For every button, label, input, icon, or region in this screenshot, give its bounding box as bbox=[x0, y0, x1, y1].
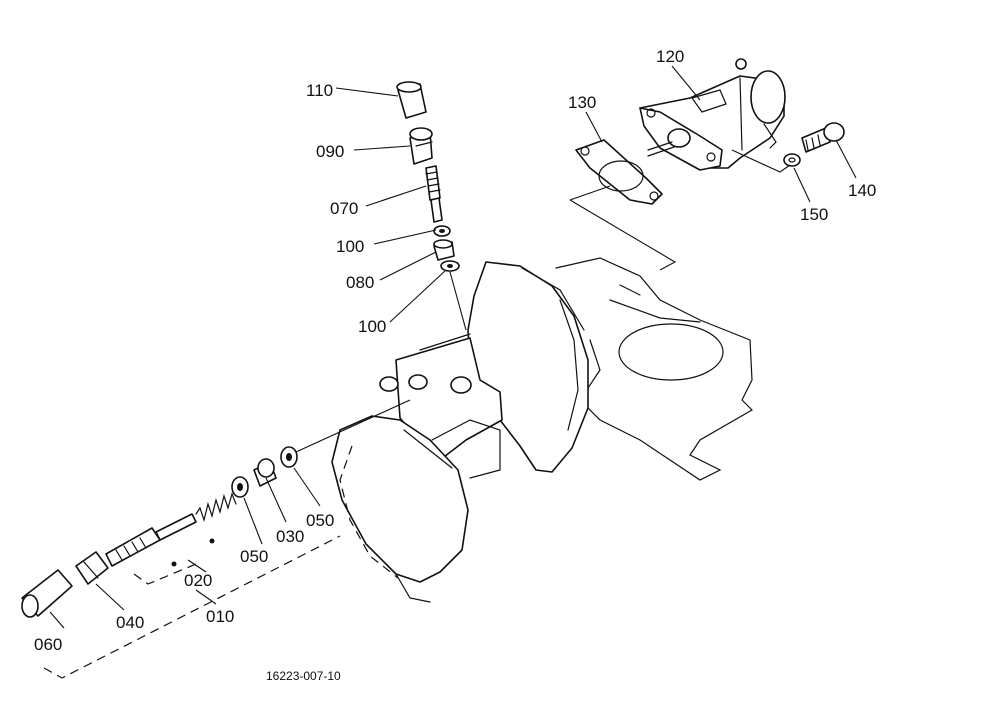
callout-060: 060 bbox=[34, 635, 62, 654]
callout-020: 020 bbox=[184, 571, 212, 590]
callout-010: 010 bbox=[206, 607, 234, 626]
body-bolt-1 bbox=[379, 376, 399, 392]
spring bbox=[195, 492, 237, 523]
callout-080: 080 bbox=[346, 273, 374, 292]
body-bolt-3 bbox=[450, 376, 472, 394]
callout-labels: 110 090 070 100 080 100 120 130 140 150 … bbox=[34, 47, 876, 683]
callout-120: 120 bbox=[656, 47, 684, 66]
figure-reference-code: 16223-007-10 bbox=[266, 669, 341, 683]
callout-090: 090 bbox=[316, 142, 344, 161]
leader-lines bbox=[49, 65, 857, 629]
washer-150 bbox=[783, 153, 801, 167]
callout-070: 070 bbox=[330, 199, 358, 218]
stop-solenoid-assembly bbox=[569, 58, 845, 271]
callout-110: 110 bbox=[306, 81, 333, 100]
callout-130: 130 bbox=[568, 93, 596, 112]
callout-140: 140 bbox=[848, 181, 876, 200]
callout-040: 040 bbox=[116, 613, 144, 632]
engine-housing bbox=[331, 257, 753, 603]
callout-100-lower: 100 bbox=[358, 317, 386, 336]
callout-030: 030 bbox=[276, 527, 304, 546]
bolt-140 bbox=[801, 122, 845, 153]
callout-150: 150 bbox=[800, 205, 828, 224]
block-port-oval bbox=[618, 323, 724, 381]
stud-070 bbox=[425, 165, 441, 201]
body-bolt-2 bbox=[408, 374, 428, 390]
callout-100-upper: 100 bbox=[336, 237, 364, 256]
shaft-assembly bbox=[21, 399, 411, 679]
nut-040 bbox=[75, 551, 109, 585]
rod-020 bbox=[105, 527, 161, 567]
valve-stack bbox=[396, 81, 467, 331]
callout-050-left: 050 bbox=[240, 547, 268, 566]
gear-case-cover bbox=[331, 415, 469, 583]
callout-050-right: 050 bbox=[306, 511, 334, 530]
pump-flange bbox=[467, 261, 589, 473]
